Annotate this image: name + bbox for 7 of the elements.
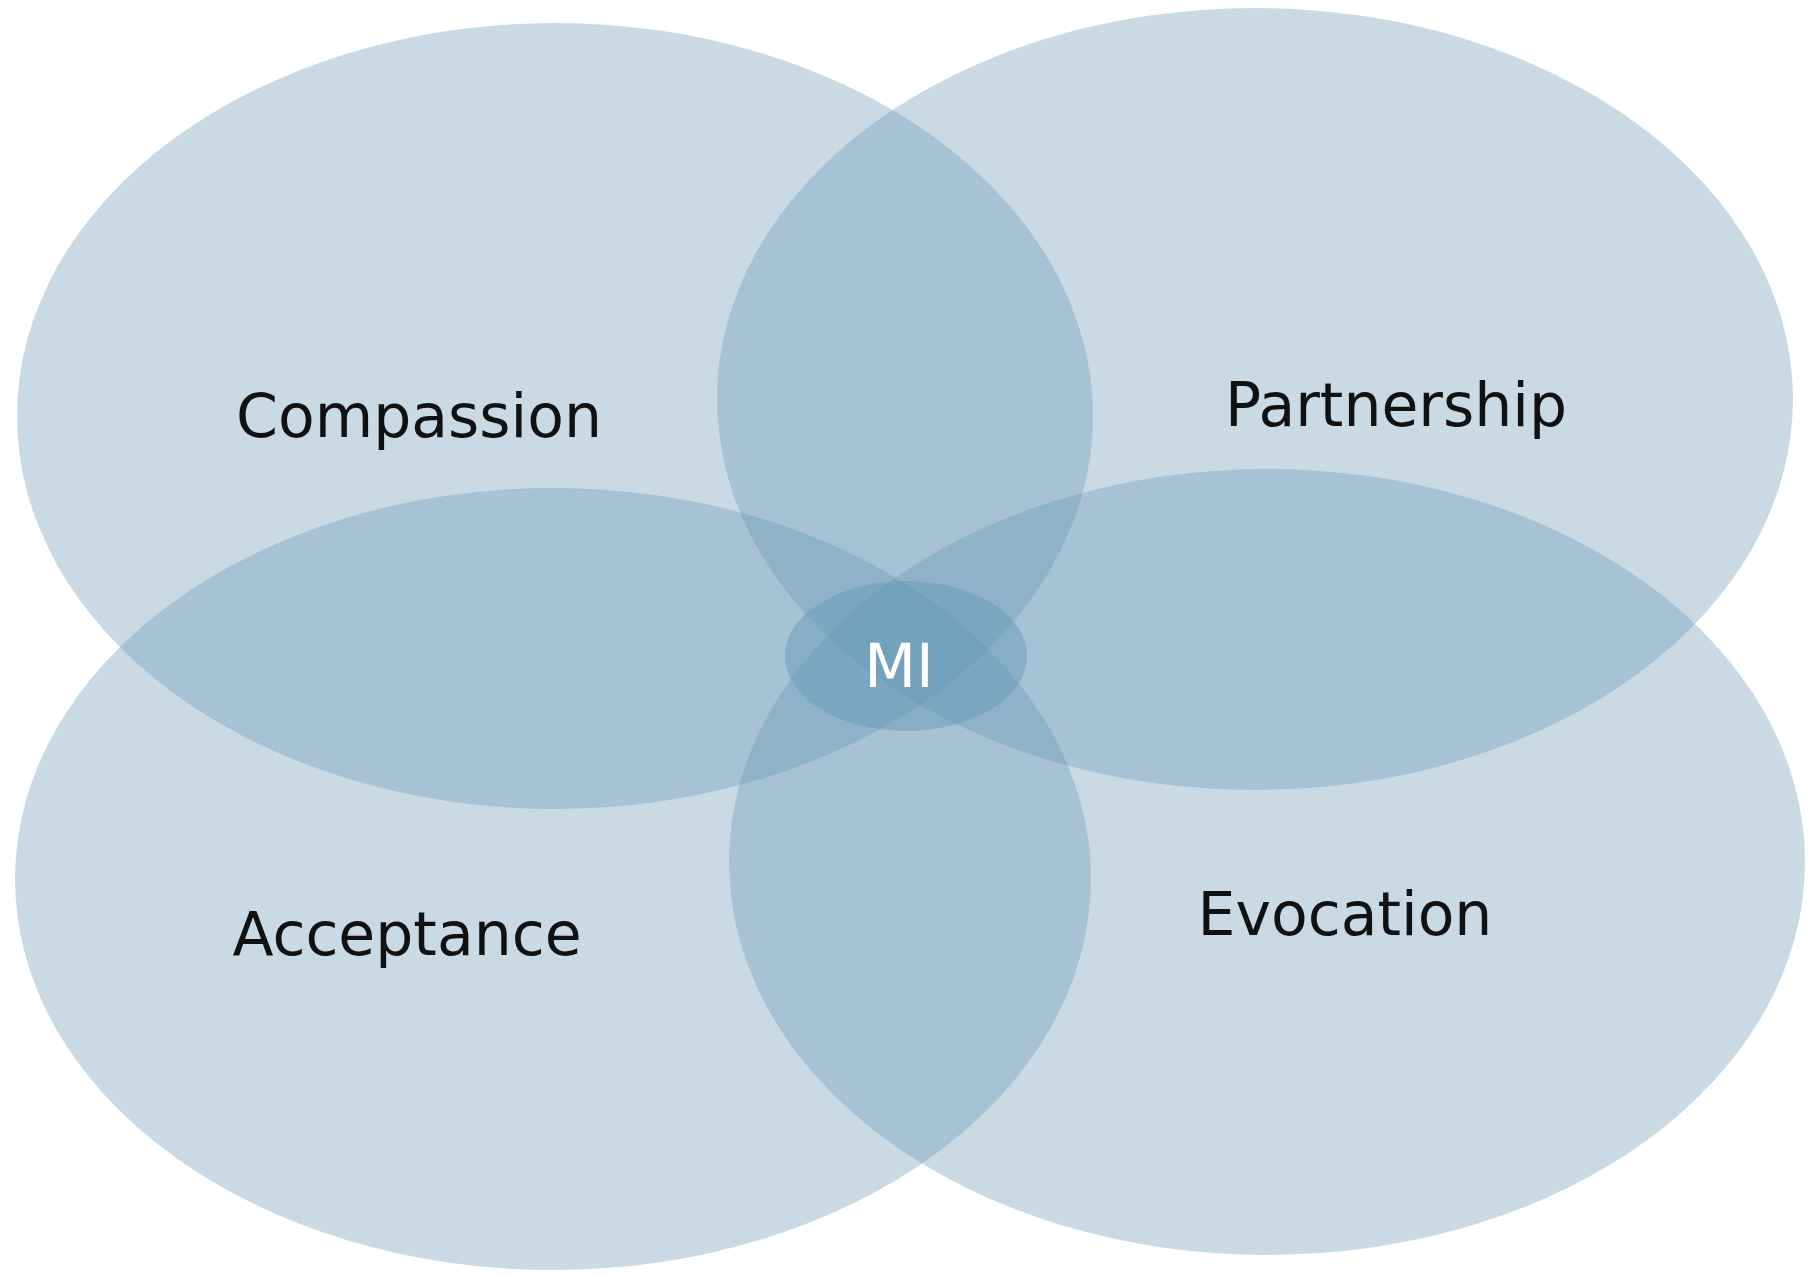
circle-label: Compassion	[236, 381, 602, 451]
venn-ellipse	[785, 581, 1027, 731]
circle-label: Acceptance	[232, 899, 582, 969]
circle-label: Partnership	[1224, 370, 1568, 440]
circle-label: MI	[864, 631, 934, 701]
venn-ellipse	[729, 469, 1805, 1255]
circle-label: Evocation	[1197, 879, 1493, 949]
